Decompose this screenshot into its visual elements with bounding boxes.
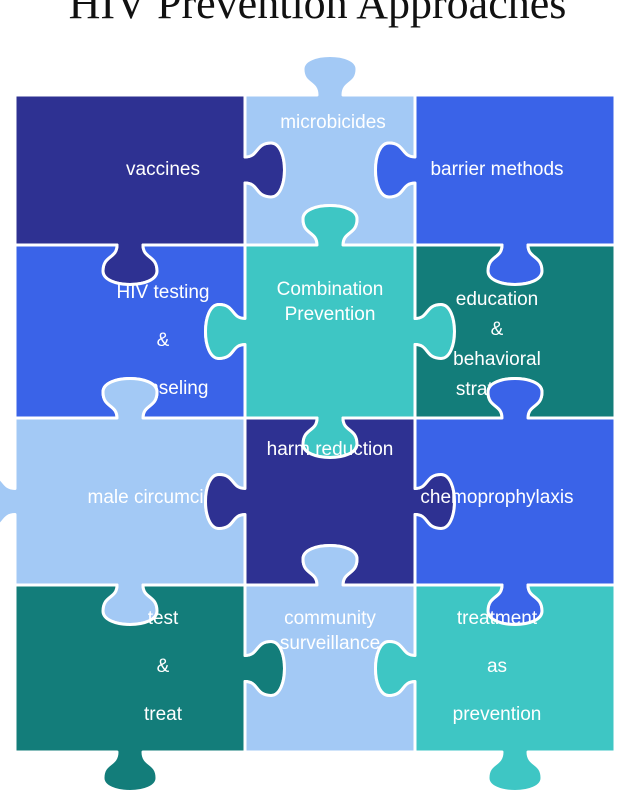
piece-label: barrier methods — [430, 159, 563, 180]
piece-label: Combination — [277, 279, 384, 300]
piece-label: community — [284, 608, 376, 629]
puzzle-piece-treatment-prevention: treatment as prevention — [374, 583, 617, 793]
piece-shape — [374, 583, 617, 793]
puzzle-piece-microbicides: microbicides — [243, 54, 417, 247]
piece-label: treatment — [457, 608, 538, 629]
puzzle-piece-community-surveillance: community surveillance — [243, 544, 417, 754]
piece-label: & — [157, 330, 170, 351]
page-title: HIV Prevention Approaches — [68, 0, 567, 28]
piece-label: HIV testing — [117, 282, 210, 303]
piece-label: Prevention — [285, 304, 376, 325]
piece-label: microbicides — [280, 112, 386, 133]
piece-label: treat — [144, 704, 183, 725]
piece-label: male circumcision — [88, 487, 239, 508]
piece-label: & — [491, 319, 504, 340]
piece-label: surveillance — [280, 633, 380, 654]
piece-label: & — [157, 656, 170, 677]
piece-label: chemoprophylaxis — [420, 487, 573, 508]
piece-label: education — [456, 289, 538, 310]
piece-label: behavioral — [453, 349, 541, 370]
piece-label: prevention — [453, 704, 542, 725]
piece-label: as — [487, 656, 507, 677]
piece-label: vaccines — [126, 159, 200, 180]
piece-label: harm reduction — [267, 439, 394, 460]
puzzle-piece-combination-prevention: Combination Prevention — [204, 204, 456, 459]
piece-label: test — [148, 608, 179, 629]
